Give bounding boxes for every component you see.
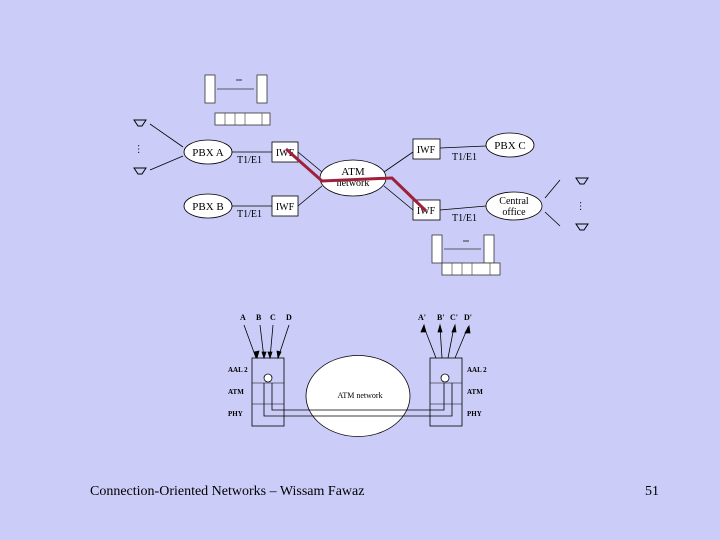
svg-text:PBX B: PBX B	[192, 201, 224, 213]
svg-text:IWF: IWF	[276, 148, 295, 159]
left-channel-arrows	[243, 324, 290, 360]
svg-text:IWF: IWF	[276, 202, 295, 213]
right-channel-arrows	[420, 323, 471, 359]
svg-text:PBX A: PBX A	[192, 147, 224, 159]
layer-label: AAL 2	[467, 366, 487, 374]
trunk-links	[230, 145, 487, 211]
svg-text:PBX C: PBX C	[494, 140, 526, 152]
link-label: T1/E1	[452, 152, 477, 163]
iwf-box-left-bottom: IWF	[271, 195, 299, 217]
phone-links	[149, 123, 561, 227]
svg-text:IWF: IWF	[417, 145, 436, 156]
layer-label: ATM	[467, 388, 483, 396]
svg-text:office: office	[502, 207, 526, 218]
pbx-a-node: PBX A	[183, 139, 233, 165]
phone-icon	[133, 119, 147, 175]
atm-network-ellipse: ATM network	[305, 355, 411, 437]
channel-label: C'	[450, 313, 458, 322]
channel-label: A	[240, 313, 246, 322]
atm-network-cloud: ATM network	[319, 159, 387, 197]
frame-format-inset-bottom	[431, 234, 501, 276]
link-label: T1/E1	[237, 155, 262, 166]
channel-label: A'	[418, 313, 426, 322]
page-number: 51	[645, 484, 659, 499]
channel-label: D	[286, 313, 292, 322]
central-office-node: Central office	[485, 191, 543, 221]
link-label: T1/E1	[452, 213, 477, 224]
svg-text:IWF: IWF	[417, 206, 436, 217]
svg-text:Central: Central	[499, 196, 529, 207]
svg-text:ATM: ATM	[341, 166, 364, 178]
frame-format-inset-top	[204, 74, 271, 126]
layer-label: AAL 2	[228, 366, 248, 374]
phone-ellipsis: …	[135, 144, 146, 154]
svg-text:network: network	[337, 178, 370, 189]
pbx-c-node: PBX C	[485, 132, 535, 158]
phone-ellipsis: …	[577, 201, 588, 211]
layer-label: PHY	[467, 410, 482, 418]
right-endpoint-stack	[429, 357, 463, 427]
iwf-box-left-top: IWF	[271, 141, 299, 163]
iwf-box-right-top: IWF	[412, 138, 441, 160]
phone-icon	[575, 177, 589, 231]
left-endpoint-stack	[251, 357, 285, 427]
svg-text:ATM network: ATM network	[337, 391, 382, 400]
connection-path	[285, 147, 428, 213]
channel-label: B	[256, 313, 262, 322]
channel-label: C	[270, 313, 276, 322]
pbx-b-node: PBX B	[183, 193, 233, 219]
channel-label: B'	[437, 313, 445, 322]
stack-connection-path	[263, 383, 453, 417]
channel-label: D'	[464, 313, 472, 322]
footer-caption: Connection-Oriented Networks – Wissam Fa…	[90, 484, 365, 499]
layer-label: PHY	[228, 410, 243, 418]
link-label: T1/E1	[237, 209, 262, 220]
layer-label: ATM	[228, 388, 244, 396]
